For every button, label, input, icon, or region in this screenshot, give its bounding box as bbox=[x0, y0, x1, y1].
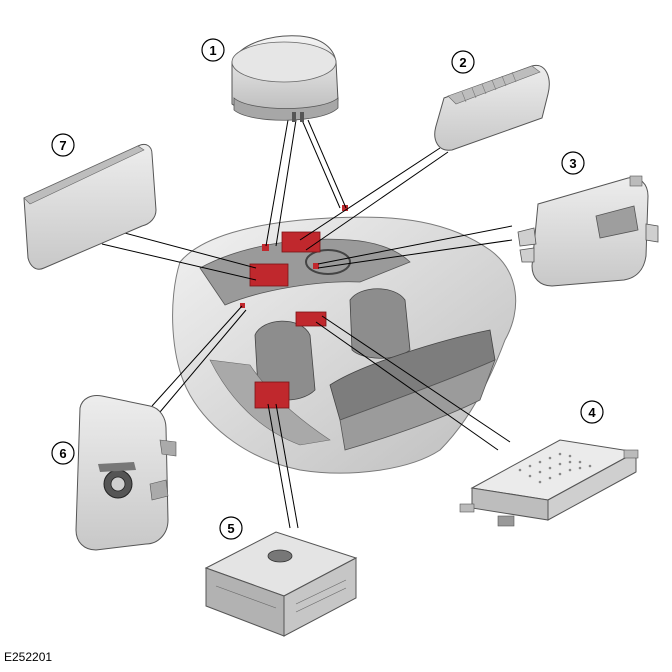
component-6 bbox=[75, 395, 177, 551]
location-module-6 bbox=[240, 303, 245, 308]
figure-id: E252201 bbox=[4, 650, 53, 664]
callout-7: 7 bbox=[51, 133, 75, 157]
callout-3: 3 bbox=[561, 151, 585, 175]
callout-5-label: 5 bbox=[227, 521, 234, 536]
callouts: 1 2 3 4 5 6 7 bbox=[51, 38, 604, 540]
vehicle-cutaway bbox=[172, 205, 517, 474]
component-3 bbox=[517, 175, 659, 287]
callout-7-label: 7 bbox=[59, 138, 66, 153]
location-module-2 bbox=[281, 231, 321, 253]
callout-2: 2 bbox=[451, 50, 475, 74]
callout-3-label: 3 bbox=[569, 156, 576, 171]
component-7 bbox=[23, 143, 157, 270]
location-module-3 bbox=[313, 263, 319, 269]
callout-6: 6 bbox=[51, 441, 75, 465]
location-module-4 bbox=[295, 311, 327, 327]
callout-5: 5 bbox=[219, 516, 243, 540]
callout-4-label: 4 bbox=[588, 405, 596, 420]
callout-2-label: 2 bbox=[459, 55, 466, 70]
callout-1-label: 1 bbox=[209, 43, 216, 58]
leader-lines bbox=[101, 119, 513, 529]
callout-6-label: 6 bbox=[59, 446, 66, 461]
location-module-1b bbox=[342, 205, 348, 211]
location-module-7 bbox=[249, 263, 289, 287]
component-1 bbox=[231, 35, 339, 122]
callout-1: 1 bbox=[201, 38, 225, 62]
location-module-1a bbox=[262, 244, 269, 251]
component-5 bbox=[204, 531, 358, 637]
location-module-5 bbox=[254, 381, 290, 409]
component-4 bbox=[459, 439, 639, 527]
callout-4: 4 bbox=[580, 400, 604, 424]
component-2 bbox=[434, 64, 550, 151]
